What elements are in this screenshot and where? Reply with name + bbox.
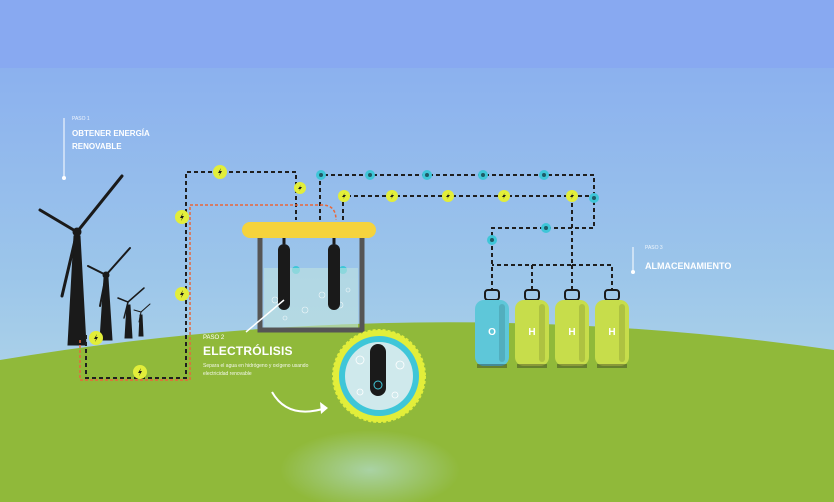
- step3-title: ALMACENAMIENTO: [645, 261, 732, 271]
- storage-tanks: [475, 289, 629, 368]
- storage-tank: [555, 289, 589, 368]
- lightning-bolt-icon: [175, 287, 189, 301]
- storage-tank: [595, 289, 629, 368]
- electrolyzer-lid: [242, 222, 376, 238]
- lightning-bolt-icon: [213, 165, 227, 179]
- lightning-bolt-icon: [294, 182, 306, 194]
- storage-tank: [475, 289, 509, 368]
- lightning-bolt-icon: [442, 190, 454, 202]
- turbine-tower: [124, 304, 133, 339]
- electrolyzer: [242, 222, 376, 333]
- water-molecule-icon: [365, 170, 375, 180]
- sky-band: [0, 0, 834, 68]
- anode: [278, 244, 290, 310]
- electrolyzer-tank: [257, 238, 365, 333]
- lightning-bolt-icon: [133, 365, 147, 379]
- water-molecule-icon: [487, 235, 497, 245]
- water-molecule-icon: [316, 170, 326, 180]
- tank-label: O: [488, 327, 496, 338]
- step2-pointer: [245, 299, 285, 333]
- turbine-blades: [38, 174, 124, 298]
- power-wires: [85, 171, 613, 379]
- lightning-bolt-icon: [338, 190, 350, 202]
- lightning-bolt-icon: [175, 210, 189, 224]
- water-molecule-icon: [541, 223, 551, 233]
- step1-label: PASO 1: [72, 116, 90, 122]
- lightning-bolt-icon: [89, 331, 103, 345]
- cathode: [328, 244, 340, 310]
- return-wire: [79, 204, 337, 381]
- step1-title: OBTENER ENERGÍA RENOVABLE: [72, 129, 150, 151]
- step2-description: Separa el agua en hidrógeno y oxígeno us…: [203, 363, 309, 377]
- ground-glow: [280, 430, 460, 502]
- wind-turbines: [38, 174, 151, 346]
- step3-label: PASO 3: [645, 245, 663, 251]
- lightning-bolt-icon: [566, 190, 578, 202]
- lightning-bolt-icon: [498, 190, 510, 202]
- zoom-arrow: [271, 391, 327, 413]
- bolt-nodes: [89, 165, 578, 379]
- tank-label: H: [608, 327, 616, 338]
- storage-tank: [515, 289, 549, 368]
- water-molecule-icon: [422, 170, 432, 180]
- tank-label: H: [528, 327, 536, 338]
- electrode-zoom: [332, 329, 426, 423]
- water-molecule-icon: [478, 170, 488, 180]
- step2-label: PASO 2: [203, 335, 225, 341]
- water-molecule-icon: [589, 193, 599, 203]
- step2-title: ELECTRÓLISIS: [203, 344, 293, 358]
- tank-label: H: [568, 327, 576, 338]
- water-molecule-icon: [539, 170, 549, 180]
- lightning-bolt-icon: [386, 190, 398, 202]
- ground: [0, 322, 834, 502]
